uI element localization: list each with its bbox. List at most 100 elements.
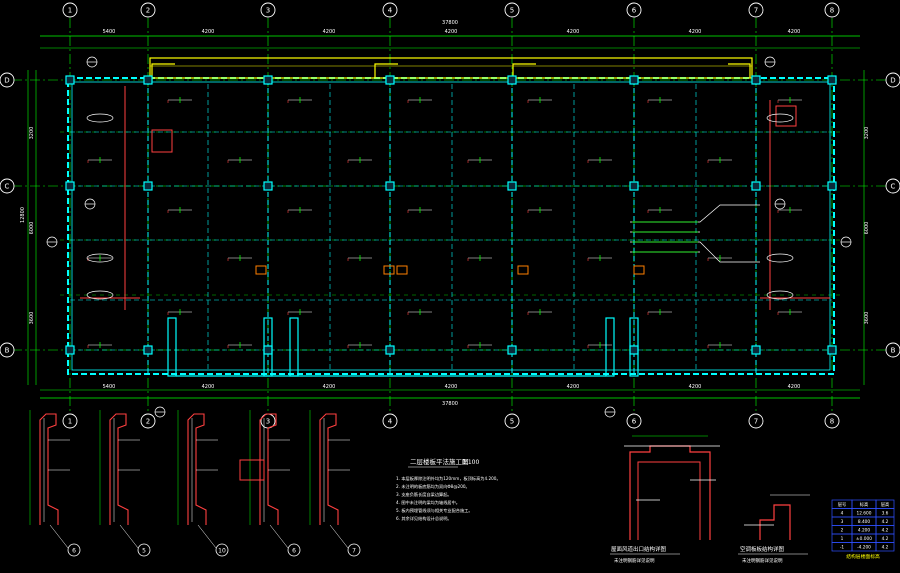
grid-label: 2	[146, 7, 150, 15]
column	[507, 345, 517, 355]
table-header-cell: 层高	[881, 501, 890, 508]
grid-label: 1	[68, 418, 72, 426]
detail-vent-outlet: 屋面风道出口结构详图 未注明钢筋详见说明	[610, 435, 720, 564]
column	[751, 75, 761, 85]
dim-top: 5400	[103, 29, 116, 35]
detail-ac-slab: 空调板板结构详图 未注明钢筋详见说明	[738, 494, 810, 564]
wall-section-detail: 5	[99, 410, 151, 557]
dim-bottom: 4200	[323, 384, 336, 390]
table-cell: 4.2	[882, 519, 889, 525]
column	[827, 75, 837, 85]
table-header-cell: 层号	[838, 502, 847, 508]
grid-label: 3	[266, 7, 270, 15]
dim-side: 3200	[29, 127, 35, 140]
column	[507, 75, 517, 85]
grid-bubble-bottom: 6	[626, 413, 642, 429]
section-mark	[764, 56, 776, 68]
note-line: 4. 图中未注明的梁均为轴线居中。	[396, 499, 460, 506]
grid-label: D	[4, 77, 9, 85]
grid-bubble-right: B	[885, 342, 900, 358]
grid-bubble-bottom: 5	[504, 413, 520, 429]
note-line: 5. 板内预埋管线须与相关专业配合施工。	[396, 507, 473, 514]
grid-label: 3	[266, 418, 270, 426]
grid-bubble-top: 7	[748, 2, 764, 18]
column	[65, 181, 75, 191]
grid-bubble-top: 4	[382, 2, 398, 18]
column	[65, 345, 75, 355]
grid-label: 4	[388, 418, 393, 426]
column	[263, 345, 273, 355]
grid-bubble-bottom: 1	[62, 413, 78, 429]
table-cell: 4.2	[882, 545, 889, 551]
grid-bubble-top: 5	[504, 2, 520, 18]
dim-bottom: 4200	[689, 384, 702, 390]
section-number: 7	[352, 548, 356, 555]
dim-top: 4200	[567, 29, 580, 35]
wall-section-detail: 6	[29, 410, 81, 557]
wall-section-detail: 6	[249, 410, 301, 557]
grid-bubble-left: B	[0, 342, 15, 358]
note-line: 6. 其余详见结构设计总说明。	[396, 515, 452, 522]
grid-bubble-right: C	[885, 178, 900, 194]
dim-top: 4200	[788, 29, 801, 35]
dim-bottom: 4200	[202, 384, 215, 390]
note-line: 2. 未注明的板底筋均为双向Φ8@200。	[396, 483, 470, 490]
table-cell: -4.200	[857, 545, 871, 551]
column	[507, 181, 517, 191]
grid-label: D	[890, 77, 895, 85]
column	[385, 345, 395, 355]
section-mark	[84, 198, 96, 210]
dim-top: 4200	[323, 29, 336, 35]
total-height: 12800	[20, 207, 26, 223]
total-width-bottom: 37800	[442, 401, 458, 407]
column	[65, 75, 75, 85]
dim-top: 4200	[445, 29, 458, 35]
column	[827, 181, 837, 191]
column	[263, 181, 273, 191]
column	[385, 181, 395, 191]
dim-side-right: 6000	[864, 222, 870, 235]
grid-label: 2	[146, 418, 150, 426]
section-mark	[840, 236, 852, 248]
grid-label: C	[5, 183, 10, 191]
note-line: 3. 支座负筋长度自梁边算起。	[396, 491, 452, 498]
dim-side: 3600	[29, 312, 35, 325]
column	[385, 75, 395, 85]
section-mark	[774, 198, 786, 210]
grid-label: 6	[632, 418, 637, 426]
section-number: 6	[292, 548, 296, 555]
grid-bubble-top: 6	[626, 2, 642, 18]
section-number: 6	[72, 548, 76, 555]
grid-label: 7	[754, 7, 758, 15]
grid-bubble-bottom: 7	[748, 413, 764, 429]
notes-block: 二层楼板平法施工图 1:100 1. 本层板厚除注明外均为120mm，板顶标高为…	[396, 457, 501, 522]
dim-bottom: 5400	[103, 384, 116, 390]
detail-a-sub: 未注明钢筋详见说明	[614, 557, 655, 564]
column	[629, 75, 639, 85]
grid-label: B	[5, 347, 10, 355]
table-cell: 3	[841, 519, 844, 525]
dim-side: 6000	[29, 222, 35, 235]
table-cell: 4.2	[882, 528, 889, 534]
column	[263, 75, 273, 85]
section-number: 10	[218, 548, 226, 555]
section-mark	[46, 236, 58, 248]
dim-side-right: 3200	[864, 127, 870, 140]
table-cell: 1	[841, 536, 844, 542]
column	[629, 345, 639, 355]
section-number: 5	[142, 548, 146, 555]
dim-bottom: 4200	[567, 384, 580, 390]
grid-label: 5	[510, 418, 514, 426]
dim-bottom: 4200	[445, 384, 458, 390]
grid-bubble-top: 3	[260, 2, 276, 18]
grid-label: B	[891, 347, 896, 355]
grid-label: 1	[68, 7, 72, 15]
grid-bubble-bottom: 8	[824, 413, 840, 429]
table-cell: 12.600	[856, 511, 871, 517]
table-cell: 4	[841, 511, 844, 517]
dim-bottom: 4200	[788, 384, 801, 390]
table-cell: 4.2	[882, 536, 889, 542]
grid-label: 4	[388, 7, 393, 15]
